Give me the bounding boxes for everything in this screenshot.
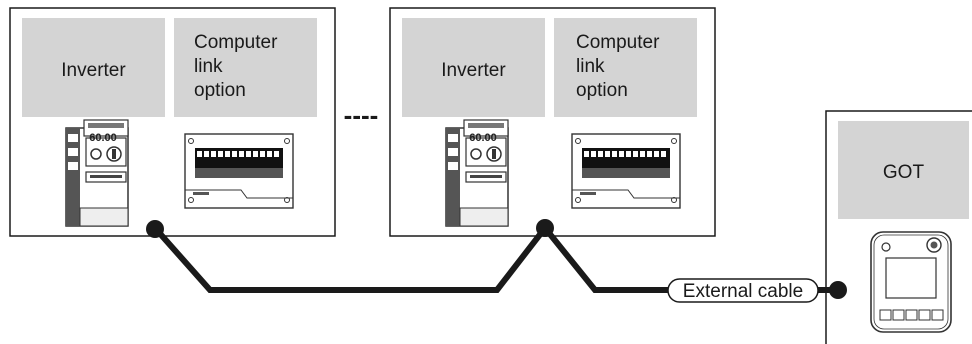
connection-point-1	[146, 220, 164, 238]
option-label-1-line-1: Computer	[194, 32, 278, 53]
inverter-box-1	[22, 18, 165, 117]
option-box-1	[174, 18, 317, 117]
got-label: GOT	[883, 162, 925, 183]
connection-cable	[152, 223, 668, 293]
external-cable-label: External cable	[667, 278, 819, 303]
option-label-2-line-2: link	[576, 56, 605, 77]
connection-point-2	[536, 219, 554, 237]
inverter-display-2: 60.00	[469, 132, 497, 144]
inverter-box-2	[402, 18, 545, 117]
option-label-1-line-3: option	[194, 80, 246, 101]
link-option-device-2	[571, 133, 681, 209]
inverter-display-1: 60.00	[89, 132, 117, 144]
got-label-box	[838, 121, 969, 219]
option-label-1-line-2: link	[194, 56, 223, 77]
connection-point-got	[829, 281, 847, 299]
station-2: Inverter Computer link option 60.00	[389, 7, 716, 237]
inverter-label-1: Inverter	[61, 60, 126, 81]
ellipsis: ----	[344, 100, 379, 130]
inverter-label-2: Inverter	[441, 60, 506, 81]
external-cable-text: External cable	[683, 281, 803, 302]
station-1: Inverter Computer link option 60.00	[9, 7, 336, 237]
link-option-device-1	[184, 133, 294, 209]
got-device	[870, 231, 952, 333]
got-unit: GOT	[825, 110, 972, 344]
option-label-2-line-3: option	[576, 80, 628, 101]
option-box-2	[554, 18, 697, 117]
option-label-2-line-1: Computer	[576, 32, 660, 53]
